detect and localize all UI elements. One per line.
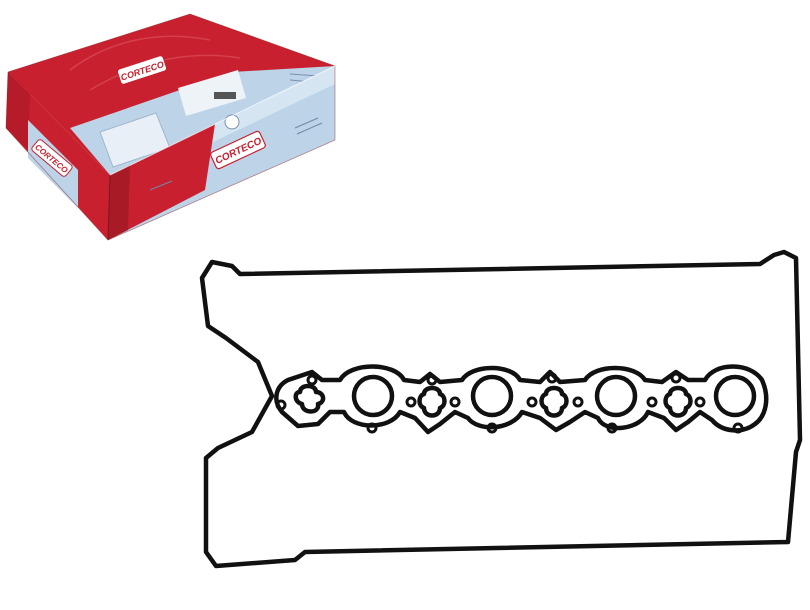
bolt-hole-13	[670, 372, 682, 384]
gasket-lobe-2	[417, 385, 447, 418]
bolt-hole-8	[526, 396, 538, 408]
bolt-hole-4	[426, 374, 438, 386]
bolt-hole-11	[606, 422, 618, 434]
gasket-port-1	[351, 374, 395, 418]
box-edges	[5, 13, 336, 241]
gasket-port-2	[470, 374, 514, 418]
bolt-hole-15	[732, 422, 744, 434]
bolt-hole-12	[646, 396, 658, 408]
bolt-hole-3	[405, 396, 417, 408]
box-front-fineprint	[149, 117, 323, 191]
bolt-hole-6	[449, 396, 461, 408]
box-barcode	[214, 92, 236, 99]
bolt-hole-7	[486, 422, 498, 434]
bolt-hole-10	[572, 396, 584, 408]
bolt-hole-14	[694, 396, 706, 408]
gasket-port-3	[594, 374, 638, 418]
gasket-port-4	[713, 374, 757, 418]
gasket-inlet-strip	[274, 364, 769, 435]
box-front-emblem	[224, 114, 240, 130]
valve-cover-gasket	[199, 249, 803, 569]
bolt-hole-5	[366, 422, 378, 434]
bolt-hole-9	[546, 372, 558, 384]
box-top-swirl	[69, 35, 241, 91]
gasket-lobe-4	[663, 385, 693, 418]
box-vertical-edge	[107, 174, 111, 241]
box-top-label-sheet	[178, 70, 246, 116]
gasket-lobe-1	[293, 383, 326, 414]
gasket-outer-perimeter	[199, 249, 803, 569]
box-front-red-wedge-shade	[108, 165, 130, 240]
box-front-red-wedge	[108, 124, 215, 240]
gasket-bolt-holes	[275, 372, 744, 434]
bolt-hole-2	[275, 399, 287, 411]
corteco-box: CORTECO CORTECO CORTECO	[5, 13, 336, 241]
bolt-hole-1	[306, 374, 318, 386]
box-left-face-shade	[6, 72, 30, 150]
gasket-lobe-3	[539, 385, 569, 418]
box-top-front-edge	[109, 65, 336, 176]
